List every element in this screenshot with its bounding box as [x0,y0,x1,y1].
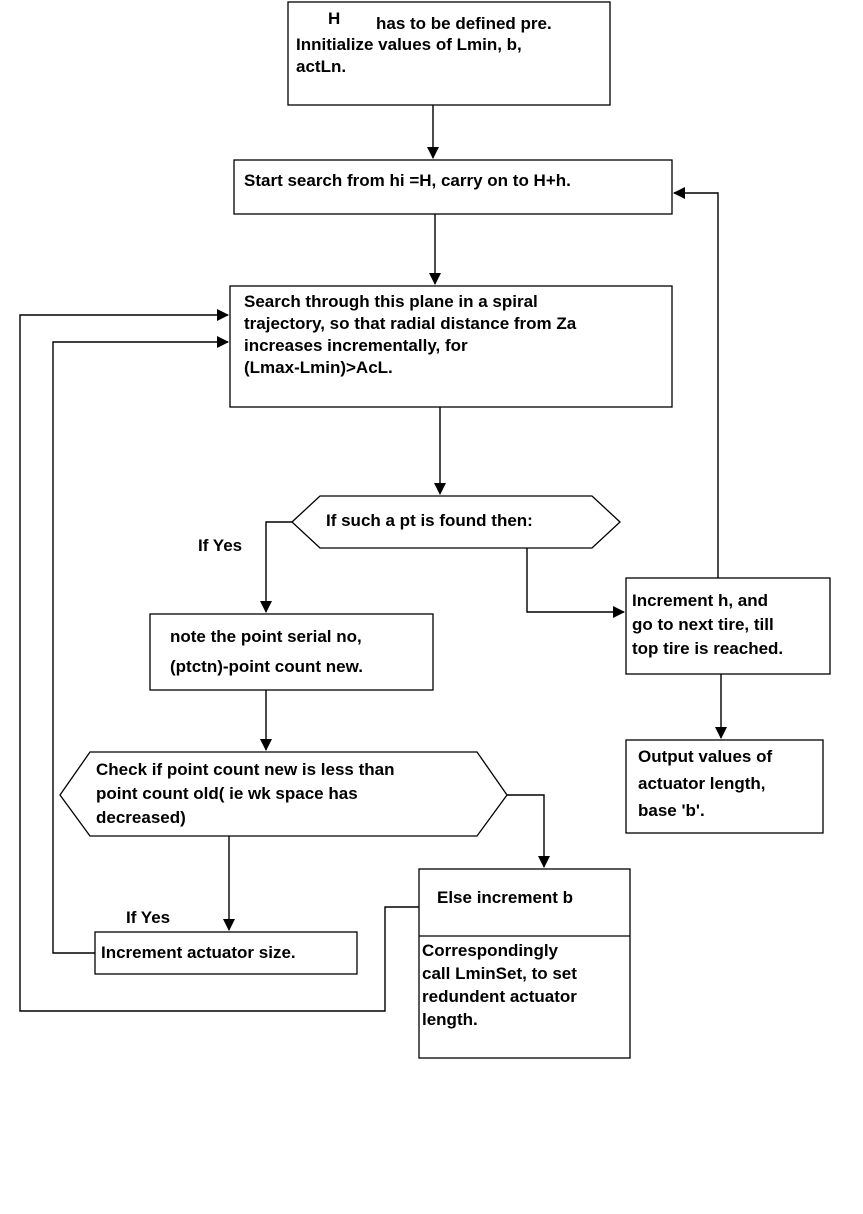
output-line3: base 'b'. [638,801,705,820]
spiral-search-line1: Search through this plane in a spiral [244,292,538,311]
note-point-line1: note the point serial no, [170,627,362,646]
decision-found-text: If such a pt is found then: [326,511,533,530]
note-point-box [149,613,434,691]
output-line1: Output values of [638,747,773,766]
arrow-check-to-else-b [507,794,550,868]
init-line1-rest: has to be defined pre. [376,14,552,33]
else-increment-b-box [418,868,631,1059]
output-box [625,739,824,834]
output-line2: actuator length, [638,774,766,793]
init-line1-var: H [328,9,341,28]
increment-actuator-box [94,931,358,975]
spiral-search-line2: trajectory, so that radial distance from… [244,314,577,333]
decision-check-line1: Check if point count new is less than [96,760,395,779]
spiral-search-box [229,285,673,408]
spiral-search-line3: increases incrementally, for [244,336,468,355]
increment-h-box [625,577,831,675]
else-increment-b-header: Else increment b [437,888,574,907]
decision-check-line2: point count old( ie wk space has [96,784,358,803]
arrow-increment-h-loop-to-start [673,187,719,578]
if-yes-label-2: If Yes [126,908,171,927]
arrow-decision-yes-to-note [260,521,292,613]
start-search-text: Start search from hi =H, carry on to H+h… [244,171,571,190]
init-line2: Innitialize values of Lmin, b, [296,35,522,54]
start-search-box [233,159,673,215]
note-point-line2: (ptctn)-point count new. [170,657,363,676]
decision-found-shape [291,495,621,549]
arrow-increment-actuator-loop-to-spiral [52,336,229,954]
increment-h-line1: Increment h, and [632,591,769,610]
else-increment-b-line1: Correspondingly [422,941,559,960]
init-box [287,1,611,106]
spiral-search-line4: (Lmax-Lmin)>AcL. [244,358,393,377]
increment-h-line2: go to next tire, till [632,615,774,634]
else-increment-b-line4: length. [422,1010,478,1029]
if-yes-label-1: If Yes [198,536,243,555]
increment-actuator-text: Increment actuator size. [101,943,296,962]
increment-h-line3: top tire is reached. [632,639,784,658]
init-line3: actLn. [296,57,347,76]
arrow-decision-no-to-increment-h [526,548,625,618]
decision-check-line3: decreased) [96,808,186,827]
else-increment-b-line3: redundent actuator [422,987,577,1006]
else-increment-b-line2: call LminSet, to set [422,964,577,983]
arrow-else-b-loop-to-spiral [19,309,419,1012]
